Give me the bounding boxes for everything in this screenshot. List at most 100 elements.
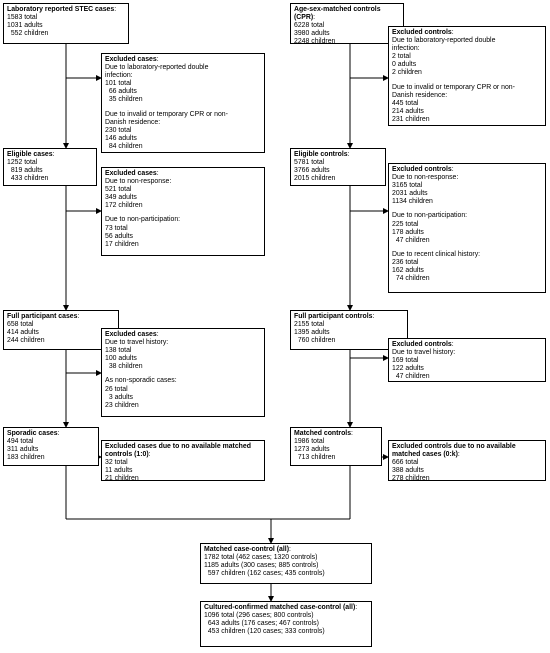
box-line: Due to non-response: (392, 174, 459, 182)
excluded-controls-travel-box: Excluded controls:Due to travel history:… (388, 338, 546, 382)
box-line: 1252 total (7, 159, 38, 167)
box-title-separator: : (372, 313, 375, 320)
excluded-cases-travel-box: Excluded cases:Due to travel history:138… (101, 328, 265, 417)
box-line: 146 adults (105, 134, 137, 142)
box-line: infection: (105, 72, 133, 80)
box-line: 2155 total (294, 321, 325, 329)
box-line: 47 children (392, 373, 430, 381)
box-title: Full participant controls (294, 313, 373, 320)
box-line: 713 children (294, 454, 336, 462)
box-line: Due to laboratory-reported double (105, 64, 209, 72)
box-title: Laboratory reported STEC cases (7, 6, 115, 13)
box-title-separator: : (451, 341, 454, 348)
box-title-separator: : (451, 166, 454, 173)
eligible-cases-box: Eligible cases:1252 total 819 adults 433… (3, 148, 97, 186)
box-line: 244 children (7, 337, 45, 345)
box-title-separator: : (351, 430, 353, 437)
box-line: 21 children (105, 475, 139, 483)
box-line: 5781 total (294, 159, 325, 167)
box-title-separator: : (313, 14, 316, 22)
box-line: 231 children (392, 115, 430, 123)
box-line: 35 children (105, 96, 143, 104)
box-title: Excluded controls due to no available ma… (392, 443, 516, 459)
box-line: 666 total (392, 459, 419, 467)
box-line: 433 children (7, 175, 49, 183)
box-title: Excluded controls (392, 29, 452, 36)
lab-reported-cases-box: Laboratory reported STEC cases:1583 tota… (3, 3, 129, 44)
box-title-separator: : (457, 451, 460, 459)
box-line: 349 adults (105, 194, 137, 202)
box-line: 230 total (105, 126, 132, 134)
box-line: Due to non-participation: (105, 216, 181, 224)
box-line: Due to non-participation: (392, 212, 468, 220)
box-line: 760 children (294, 337, 336, 345)
box-title: Excluded cases due to no available match… (105, 443, 251, 459)
box-title-separator: : (355, 604, 358, 611)
box-line: 100 adults (105, 355, 137, 363)
box-line: 819 adults (7, 167, 43, 175)
box-line: 388 adults (392, 467, 424, 475)
box-line: 1031 adults (7, 22, 43, 30)
box-line: 1134 children (392, 198, 433, 206)
excluded-controls-no-matched-cases-box: Excluded controls due to no available ma… (388, 440, 546, 482)
box-line: 66 adults (105, 88, 137, 96)
cultured-confirmed-matched-box: Cultured-confirmed matched case-control … (200, 601, 372, 647)
box-line: 23 children (105, 401, 139, 409)
box-line: 183 children (7, 454, 45, 462)
excluded-controls-non-response-box: Excluded controls:Due to non-response:31… (388, 163, 546, 293)
box-title-separator: : (347, 151, 350, 158)
excluded-controls-double-infection-box: Excluded controls:Due to laboratory-repo… (388, 26, 546, 126)
box-line: 84 children (105, 142, 143, 150)
box-title: Matched controls (294, 430, 352, 437)
box-line: Due to non-response: (105, 178, 172, 186)
excluded-cases-non-response-box: Excluded cases:Due to non-response:521 t… (101, 167, 265, 256)
box-line: Due to laboratory-reported double (392, 37, 496, 45)
box-line: 32 total (105, 459, 128, 467)
box-line: 597 children (162 cases; 435 controls) (204, 570, 325, 578)
box-line: 1986 total (294, 438, 325, 446)
box-line: 214 adults (392, 107, 424, 115)
box-line: 494 total (7, 438, 34, 446)
box-title-separator: : (451, 29, 454, 36)
box-line: 38 children (105, 363, 143, 371)
box-title: Excluded controls (392, 341, 452, 348)
box-line: Danish residence: (105, 118, 161, 126)
box-title: Sporadic cases (7, 430, 58, 437)
box-line: Due to invalid or temporary CPR or non- (105, 110, 228, 118)
box-title-separator: : (156, 56, 159, 63)
box-line: 0 adults (392, 61, 417, 69)
box-line: 11 adults (105, 467, 133, 475)
box-line: 172 children (105, 202, 143, 210)
excluded-cases-no-matched-controls-box: Excluded cases due to no available match… (101, 440, 265, 483)
box-line: 445 total (392, 99, 419, 107)
box-title: Excluded cases (105, 331, 157, 338)
box-title-separator: : (156, 331, 159, 338)
box-line: 3766 adults (294, 167, 330, 175)
box-line: 101 total (105, 80, 132, 88)
box-title: Age-sex-matched controls (CPR) (294, 6, 381, 22)
box-title-separator: : (57, 430, 60, 437)
box-line: Due to travel history: (392, 349, 456, 357)
box-line: infection: (392, 45, 420, 53)
box-line: 74 children (392, 275, 430, 283)
box-title: Excluded cases (105, 170, 157, 177)
box-line: 73 total (105, 224, 128, 232)
box-line: 1395 adults (294, 329, 330, 337)
box-line: 1782 total (462 cases; 1320 controls) (204, 554, 318, 562)
box-line: 1096 total (296 cases; 800 controls) (204, 612, 314, 620)
box-title: Excluded cases (105, 56, 157, 63)
box-line: 2 total (392, 53, 411, 61)
box-line: As non-sporadic cases: (105, 377, 177, 385)
box-title-separator: : (148, 451, 151, 459)
box-title: Excluded controls (392, 166, 452, 173)
box-line: 3 adults (105, 393, 133, 401)
box-title: Matched case-control (all) (204, 546, 290, 553)
box-line: 1185 adults (300 cases; 885 controls) (204, 562, 319, 570)
box-line: Due to travel history: (105, 339, 169, 347)
box-title-separator: : (114, 6, 117, 13)
box-line: 552 children (7, 30, 49, 38)
box-line: 138 total (105, 347, 132, 355)
